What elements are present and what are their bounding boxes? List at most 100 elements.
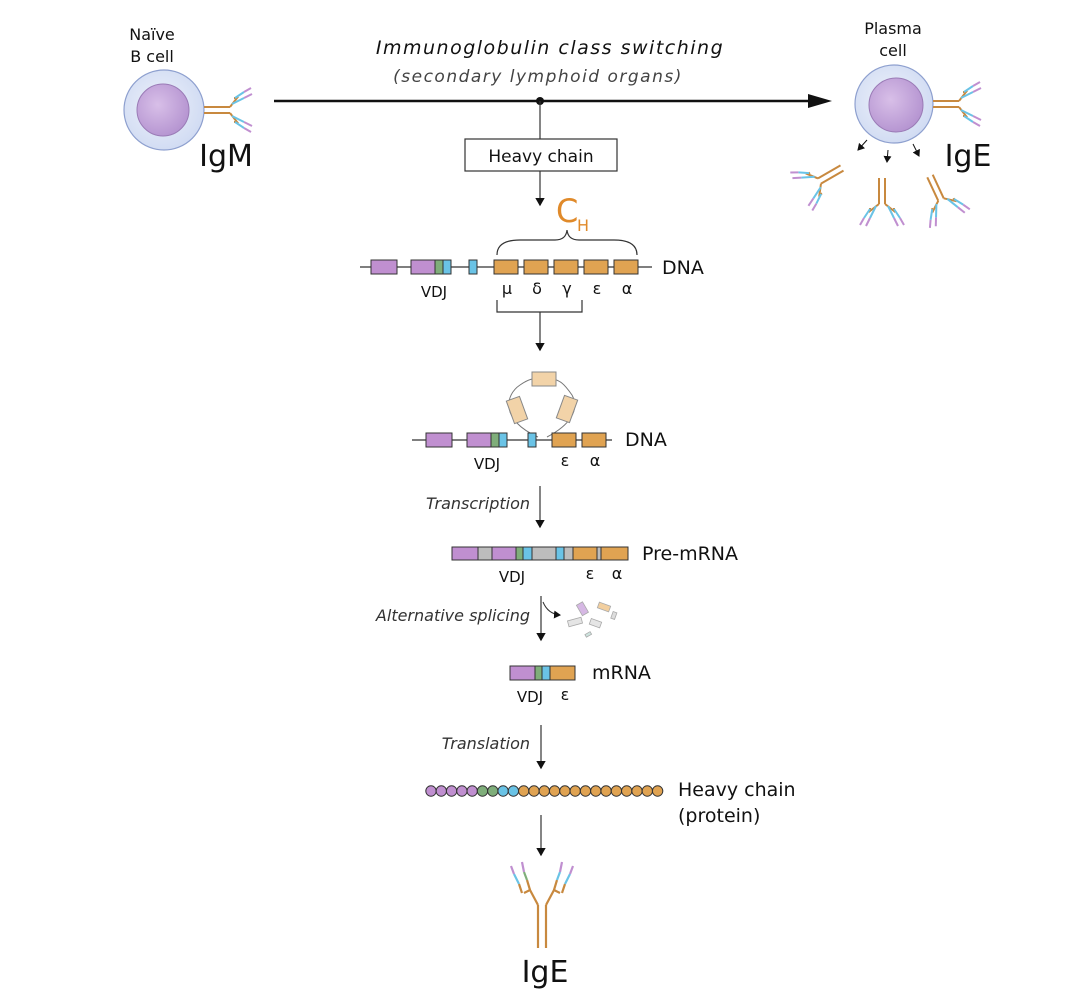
fragment xyxy=(566,616,584,628)
ch-label: C H xyxy=(556,192,589,235)
heavy-chain-box-label: Heavy chain xyxy=(488,147,593,167)
gene-label: δ xyxy=(532,279,542,298)
amino-acid-bead xyxy=(466,785,478,797)
gene-label: ε xyxy=(593,279,602,298)
pre-mrna-label: Pre-mRNA xyxy=(642,543,738,565)
v-segment xyxy=(509,665,536,681)
amino-acid-bead xyxy=(610,785,623,797)
constant-gene-delta xyxy=(523,259,549,275)
d-segment xyxy=(434,259,444,275)
amino-acid-bead xyxy=(445,785,458,797)
ige-label-final: IgE xyxy=(522,955,569,990)
excised-gene xyxy=(531,371,557,387)
secreted-ige-icon xyxy=(909,165,972,230)
gene-label: α xyxy=(612,564,623,583)
constant-epsilon xyxy=(572,546,598,561)
translation-label: Translation xyxy=(442,734,530,753)
excised-gene xyxy=(555,394,579,424)
gene-label: μ xyxy=(502,279,512,298)
naive-b-cell: Naïve B cell IgM xyxy=(123,25,253,174)
secreted-ige-icon xyxy=(859,177,905,227)
constant-gene-gamma xyxy=(553,259,579,275)
j-segment xyxy=(541,665,551,681)
amino-acid-bead xyxy=(456,785,468,797)
d-segment xyxy=(515,546,524,561)
plasma-cell: Plasma cell IgE xyxy=(788,19,991,230)
gene-label: α xyxy=(622,279,633,298)
intron xyxy=(596,546,602,561)
ige-antibody-icon xyxy=(509,861,575,948)
pre-mrna: Pre-mRNA VDJ ε α xyxy=(451,543,738,586)
amino-acid-bead xyxy=(579,785,592,797)
deletion-bracket xyxy=(496,300,583,313)
vdj-label: VDJ xyxy=(517,688,543,706)
mrna-label: mRNA xyxy=(592,662,651,684)
mrna: mRNA VDJ ε xyxy=(509,662,651,706)
membrane-antibody-icon xyxy=(932,81,982,127)
secretion-arrow xyxy=(857,139,868,151)
gene-label: ε xyxy=(586,564,595,583)
gene-label: γ xyxy=(562,279,571,298)
j-segment xyxy=(522,546,533,561)
constant-gene-alpha xyxy=(581,432,607,448)
v-segment xyxy=(425,432,453,448)
amino-acid-bead xyxy=(641,785,653,797)
v-segment xyxy=(491,546,517,561)
plasma-label-1: Plasma xyxy=(864,19,922,38)
plasma-cell-nucleus-icon xyxy=(868,77,924,133)
excised-gene xyxy=(505,395,529,425)
amino-acid-bead xyxy=(528,785,540,797)
j-segment xyxy=(555,546,565,561)
plasma-label-2: cell xyxy=(879,41,907,60)
secretion-arrow xyxy=(912,143,920,157)
fragment xyxy=(588,617,603,629)
dna-label: DNA xyxy=(625,429,667,451)
amino-acid-bead xyxy=(651,785,664,797)
amino-acid-bead xyxy=(538,785,550,797)
protein-label-1: Heavy chain xyxy=(678,779,796,801)
constant-gene-epsilon xyxy=(551,432,577,448)
gene-label: ε xyxy=(561,685,570,704)
amino-acid-bead xyxy=(559,785,571,797)
transcription-label: Transcription xyxy=(426,494,530,513)
amino-acid-bead xyxy=(487,785,499,797)
j-segment xyxy=(527,432,537,448)
diagram-title: Immunoglobulin class switching xyxy=(376,37,724,59)
ch-label-sub: H xyxy=(577,216,589,235)
vdj-label: VDJ xyxy=(421,283,447,301)
dna-label: DNA xyxy=(662,257,704,279)
constant-gene-epsilon xyxy=(583,259,609,275)
j-segment xyxy=(442,259,452,275)
constant-alpha xyxy=(600,546,629,561)
splicing-label: Alternative splicing xyxy=(375,606,530,625)
vdj-label: VDJ xyxy=(474,455,500,473)
secretion-arrow xyxy=(883,149,892,163)
diagram-subtitle: (secondary lymphoid organs) xyxy=(393,67,683,87)
amino-acid-bead xyxy=(631,785,643,797)
amino-acid-bead xyxy=(518,785,530,797)
spliced-fragments xyxy=(566,601,618,638)
fragment xyxy=(575,601,590,617)
d-segment xyxy=(490,432,500,448)
heavy-chain-protein xyxy=(425,785,664,797)
d-segment xyxy=(534,665,543,681)
membrane-antibody-icon xyxy=(203,87,253,133)
excision-arrow xyxy=(542,601,561,619)
intron xyxy=(477,546,493,561)
amino-acid-bead xyxy=(435,785,447,797)
igm-label: IgM xyxy=(199,139,253,174)
b-cell-nucleus-icon xyxy=(136,83,190,137)
vdj-label: VDJ xyxy=(499,568,525,586)
class-switch-arrowhead xyxy=(808,94,832,108)
amino-acid-bead xyxy=(476,785,489,797)
protein-label-2: (protein) xyxy=(678,805,760,827)
amino-acid-bead xyxy=(548,785,561,797)
heavy-chain-box xyxy=(464,138,618,172)
constant-epsilon xyxy=(549,665,576,681)
dna-recombined: DNA VDJ ε α xyxy=(412,371,667,473)
v-segment xyxy=(451,546,479,561)
dna-germline: DNA VDJ μ δ γ ε α xyxy=(360,257,704,301)
intron xyxy=(531,546,557,561)
j-segment xyxy=(468,259,478,275)
